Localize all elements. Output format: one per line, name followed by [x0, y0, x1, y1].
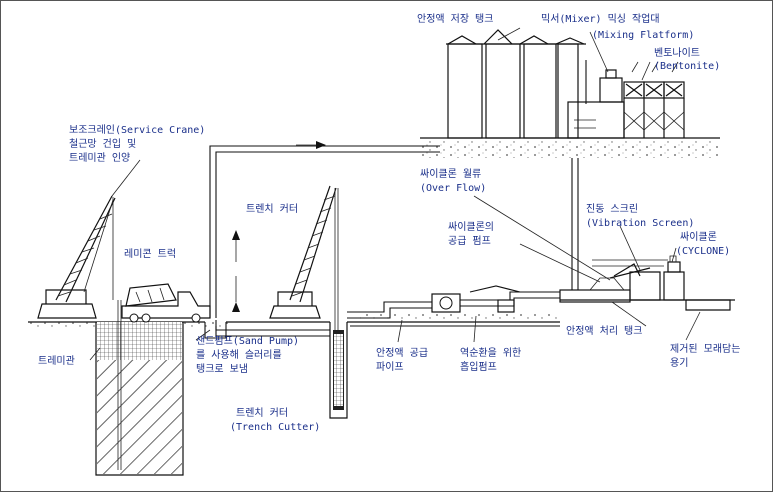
label-sand-pump: 샌드펌프(Sand Pump) — [196, 335, 299, 347]
label-service-crane: 보조크레인(Service Crane) — [69, 124, 205, 136]
remicon-truck — [121, 283, 211, 323]
label-cyclone: 싸이클론 — [680, 231, 717, 243]
label-tremie: 트레미관 — [38, 355, 75, 367]
labels: 안정액 저장 탱크 믹서(Mixer) 믹싱 작업대 (Mixing Flatf… — [38, 12, 740, 433]
label-sand-pump-2: 를 사용해 슬러리를 — [196, 348, 282, 361]
label-service-crane-3: 트레미관 인양 — [69, 152, 130, 164]
label-cyclone-pump: 싸이클론의 — [448, 221, 494, 233]
label-trench-cutter-bottom-en: (Trench Cutter) — [230, 422, 320, 433]
label-reverse-pump: 역순환을 위한 — [460, 346, 521, 359]
bentonite-silos — [623, 61, 685, 138]
label-supply-pipe: 안정액 공급 — [376, 347, 428, 359]
label-vibration-screen-en: (Vibration Screen) — [586, 218, 694, 229]
label-bentonite: 벤토나이트 — [654, 47, 700, 59]
label-trench-cutter-top: 트렌치 커터 — [246, 203, 298, 215]
supply-pipe — [571, 60, 587, 290]
label-cyclone-overflow: 싸이클론 월류 — [420, 168, 481, 180]
trench-cutter-crane — [269, 185, 339, 330]
label-storage-tank: 안정액 저장 탱크 — [417, 13, 493, 25]
label-bentonite-en: (Bentonite) — [654, 61, 720, 72]
label-sand-container: 제거된 모래담는 — [670, 343, 740, 355]
slurry-return-pipe — [204, 145, 440, 339]
label-sand-container-2: 용기 — [670, 357, 688, 369]
label-cyclone-overflow-en: (Over Flow) — [420, 183, 486, 194]
label-treatment-tank: 안정액 처리 탱크 — [566, 325, 642, 337]
label-trench-cutter-bottom: 트렌치 커터 — [236, 407, 288, 419]
leader-lines — [89, 27, 701, 361]
label-service-crane-2: 철근망 건입 및 — [69, 137, 136, 150]
label-supply-pipe-2: 파이프 — [376, 361, 404, 373]
label-mixer-platform: 믹서(Mixer) 믹싱 작업대 — [541, 12, 660, 25]
excavated-panel — [95, 300, 184, 476]
label-sand-pump-3: 탱크로 보냄 — [196, 363, 248, 375]
label-cyclone-en: (CYCLONE) — [676, 246, 730, 257]
trench-cutter-unit — [329, 322, 348, 419]
treatment-plant — [559, 255, 731, 311]
label-mixer-platform-en: (Mixing Flatform) — [592, 30, 694, 41]
label-cyclone-pump-2: 공급 펌프 — [448, 235, 491, 247]
mixer-platform — [567, 69, 625, 139]
flow-arrows — [232, 141, 326, 312]
service-crane — [37, 195, 116, 319]
pumps-and-piping — [347, 285, 560, 327]
label-reverse-pump-2: 흡입펌프 — [460, 360, 497, 373]
label-remicon-truck: 레미콘 트럭 — [124, 248, 176, 260]
label-vibration-screen: 진동 스크린 — [586, 203, 638, 215]
storage-tanks — [420, 29, 720, 158]
